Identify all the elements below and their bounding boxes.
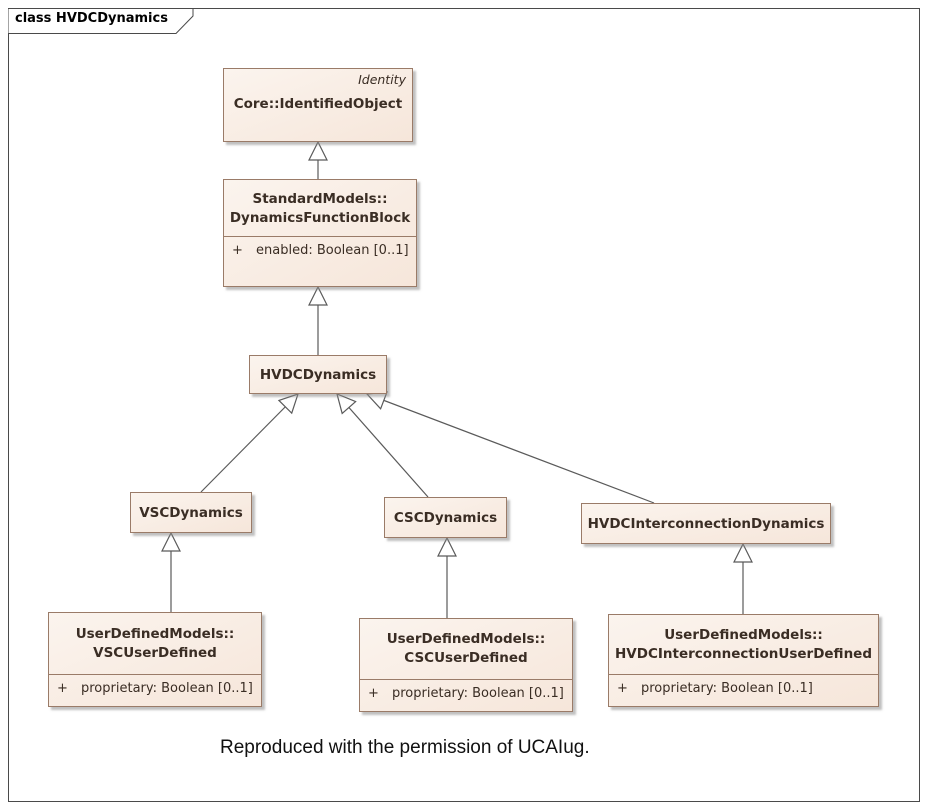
class-name: UserDefinedModels:: VSCUserDefined <box>75 626 235 661</box>
visibility-marker: + <box>57 681 68 696</box>
visibility-marker: + <box>368 686 379 701</box>
attribute-text: enabled: Boolean [0..1] <box>256 243 409 258</box>
class-identified-object[interactable]: Identity Core::IdentifiedObject <box>223 68 413 142</box>
attribute-row: + proprietary: Boolean [0..1] <box>609 674 878 702</box>
attribute-row: + enabled: Boolean [0..1] <box>224 236 416 264</box>
generalization-hvdc-interconnection-dynamics-to-hvdc-dynamics <box>367 394 655 504</box>
class-name: HVDCInterconnectionDynamics <box>587 516 825 532</box>
class-name: Core::IdentifiedObject <box>233 96 403 112</box>
class-hvdc-interconnection-dynamics[interactable]: HVDCInterconnectionDynamics <box>581 503 831 544</box>
class-name: VSCDynamics <box>139 505 243 521</box>
permission-caption: Reproduced with the permission of UCAIug… <box>220 737 590 758</box>
class-name: UserDefinedModels:: HVDCInterconnectionU… <box>615 627 872 662</box>
visibility-marker: + <box>617 681 628 696</box>
frame-title: class HVDCDynamics <box>15 11 168 26</box>
class-dynamics-function-block[interactable]: StandardModels:: DynamicsFunctionBlock +… <box>223 179 417 287</box>
attribute-text: proprietary: Boolean [0..1] <box>81 681 253 696</box>
class-name: StandardModels:: DynamicsFunctionBlock <box>229 191 411 226</box>
class-hvdc-interconnection-user-defined[interactable]: UserDefinedModels:: HVDCInterconnectionU… <box>608 614 879 707</box>
class-name: HVDCDynamics <box>259 367 377 383</box>
frame-title-tab <box>8 8 194 34</box>
stereotype-label: Identity <box>358 72 406 87</box>
class-name: UserDefinedModels:: CSCUserDefined <box>386 631 546 666</box>
generalization-csc-dynamics-to-hvdc-dynamics <box>337 394 429 498</box>
diagram-frame <box>8 8 920 802</box>
visibility-marker: + <box>232 243 243 258</box>
class-name: CSCDynamics <box>393 510 498 526</box>
generalization-vsc-dynamics-to-hvdc-dynamics <box>200 394 298 493</box>
attribute-text: proprietary: Boolean [0..1] <box>641 681 813 696</box>
attribute-row: + proprietary: Boolean [0..1] <box>49 674 261 702</box>
attribute-text: proprietary: Boolean [0..1] <box>392 686 564 701</box>
class-vsc-user-defined[interactable]: UserDefinedModels:: VSCUserDefined + prop… <box>48 612 262 707</box>
class-csc-user-defined[interactable]: UserDefinedModels:: CSCUserDefined + prop… <box>359 618 573 712</box>
class-csc-dynamics[interactable]: CSCDynamics <box>384 497 507 538</box>
attribute-row: + proprietary: Boolean [0..1] <box>360 679 572 707</box>
class-hvdc-dynamics[interactable]: HVDCDynamics <box>249 355 387 394</box>
class-vsc-dynamics[interactable]: VSCDynamics <box>130 492 252 533</box>
